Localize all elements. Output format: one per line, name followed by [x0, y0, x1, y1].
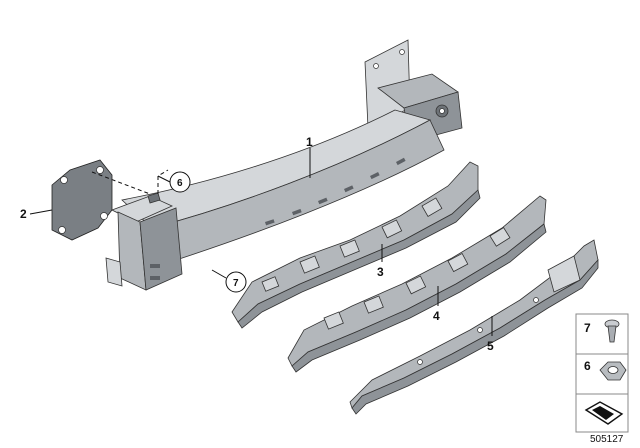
part-4-absorber[interactable] [287, 195, 547, 373]
callout-3[interactable]: 3 [377, 265, 384, 279]
legend-label-6: 6 [584, 359, 591, 373]
callout-1[interactable]: 1 [306, 135, 313, 149]
leader-2 [29, 209, 53, 215]
callout-6: 6 [177, 178, 183, 189]
callout-5[interactable]: 5 [487, 339, 494, 353]
bracket-shape-icon [584, 401, 624, 425]
clip-icon [604, 319, 620, 343]
callout-2[interactable]: 2 [20, 207, 27, 221]
leader-6 [157, 175, 171, 183]
legend-item-6[interactable]: 6 [575, 353, 629, 395]
legend-overview-box[interactable] [575, 393, 629, 433]
leader-7 [211, 269, 227, 279]
image-number: 505127 [590, 434, 624, 445]
part-5-strip[interactable] [349, 239, 599, 415]
bolt-icon [147, 192, 161, 204]
nut-icon [599, 361, 627, 381]
callout-7-circle[interactable]: 7 [225, 271, 247, 293]
callout-4[interactable]: 4 [433, 309, 440, 323]
callout-7: 7 [233, 278, 239, 289]
callout-6-circle[interactable]: 6 [169, 171, 191, 193]
part-2-plate[interactable] [51, 159, 113, 241]
legend-item-7[interactable]: 7 [575, 313, 629, 355]
legend-label-7: 7 [584, 321, 591, 335]
assembly-line-bolt [91, 171, 151, 195]
part-1-bumper-carrier[interactable] [105, 39, 463, 291]
part-3-absorber[interactable] [231, 161, 481, 329]
